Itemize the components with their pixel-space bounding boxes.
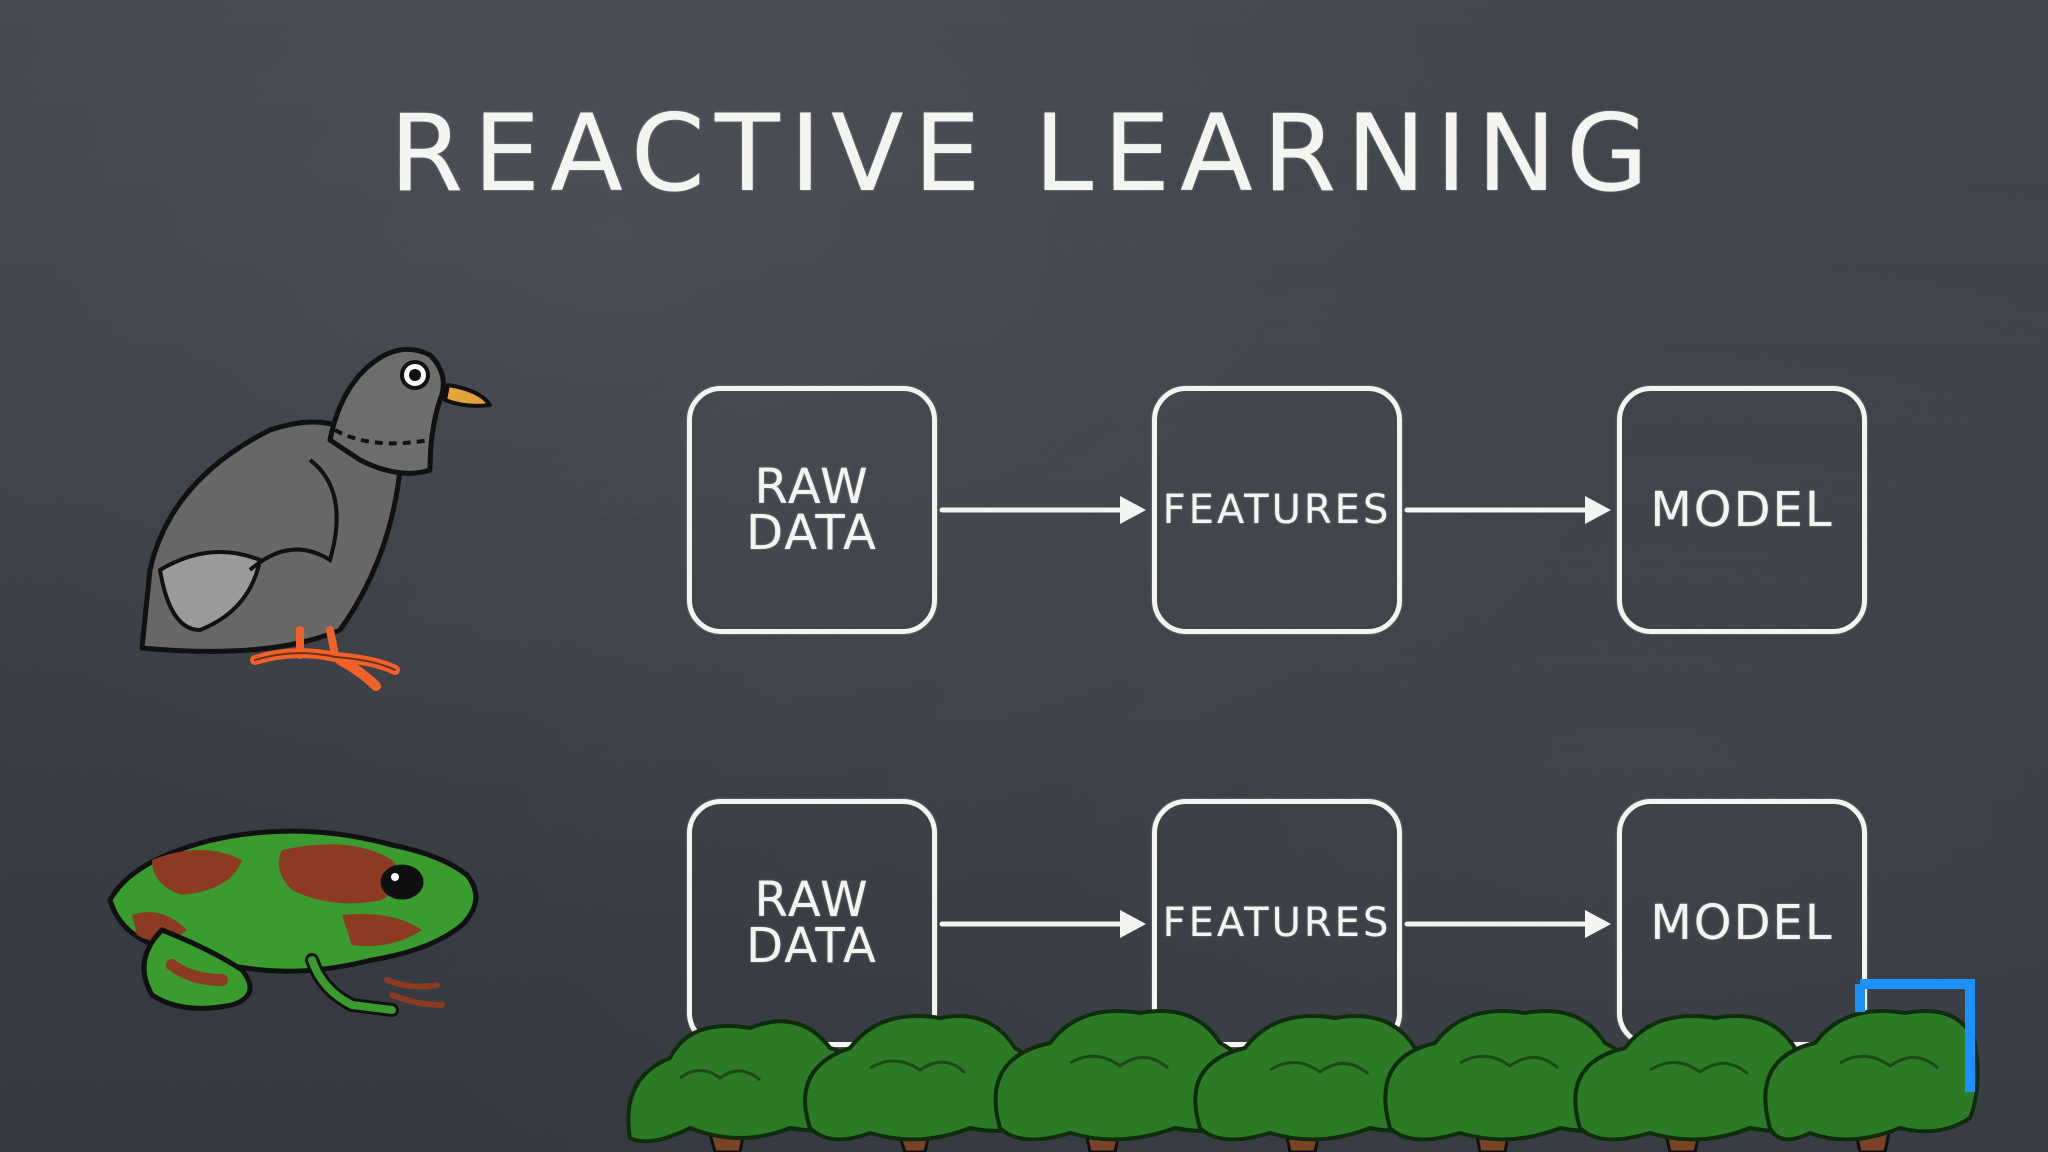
node-label: MODEL bbox=[1650, 895, 1834, 951]
node-label: RAW DATA bbox=[746, 872, 878, 974]
arrow-features-to-model-row1 bbox=[1404, 496, 1611, 524]
arrow-raw-to-features-row2 bbox=[939, 910, 1146, 938]
node-label: FEATURES bbox=[1162, 900, 1392, 946]
node-label: FEATURES bbox=[1162, 487, 1392, 533]
pigeon-illustration bbox=[139, 346, 492, 691]
node-features-row1: FEATURES bbox=[1152, 386, 1402, 634]
slide-title: REACTIVE LEARNING bbox=[389, 92, 1659, 215]
blue-marker-icon bbox=[1855, 979, 1975, 1092]
node-model-row1: MODEL bbox=[1617, 386, 1867, 634]
node-raw-data-row1: RAW DATA bbox=[687, 386, 937, 634]
arrow-raw-to-features-row1 bbox=[939, 496, 1146, 524]
node-label: MODEL bbox=[1650, 482, 1834, 538]
tree-canopy-illustration bbox=[626, 1009, 1980, 1152]
frog-illustration bbox=[107, 828, 479, 1017]
arrow-features-to-model-row2 bbox=[1404, 910, 1611, 938]
node-label: RAW DATA bbox=[746, 459, 878, 561]
